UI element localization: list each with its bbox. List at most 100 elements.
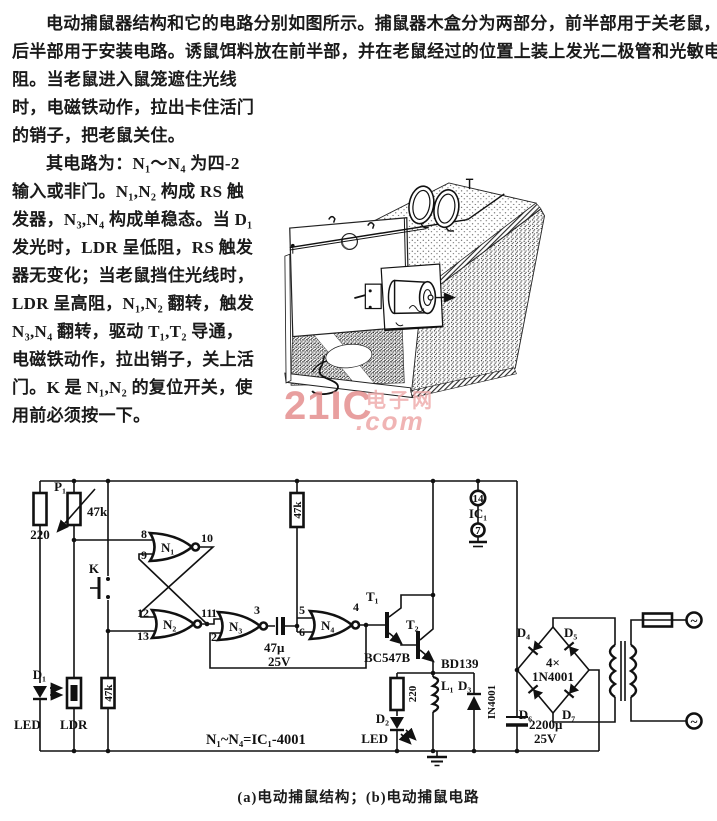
text-line: 电磁铁动作，拉出销子，关上活 — [12, 350, 255, 369]
svg-text:10: 10 — [201, 531, 213, 545]
junction-dots — [71, 478, 520, 754]
rod-right-arm — [467, 193, 505, 221]
fuse — [630, 612, 686, 645]
text-line: 器无变化；当老鼠挡住光线时， — [12, 266, 255, 285]
svg-text:12: 12 — [137, 606, 149, 620]
svg-text:BD139: BD139 — [441, 656, 479, 671]
ground-symbol — [427, 751, 447, 767]
svg-text:25V: 25V — [268, 654, 291, 669]
svg-text:8: 8 — [141, 527, 147, 541]
switch-k: K — [89, 481, 110, 678]
svg-text:11: 11 — [201, 606, 212, 620]
svg-text:IN4001: IN4001 — [486, 685, 498, 719]
text-line: 的销子，把老鼠关住。 — [12, 126, 185, 145]
svg-text:N₁: N₁ — [161, 540, 174, 555]
svg-text:4: 4 — [353, 600, 359, 614]
text-line: 电动捕鼠器结构和它的电路分别如图所示。捕鼠器木盒分为两部分，前半部用于关老鼠， — [46, 14, 717, 33]
left-text-column: 阻。当老鼠进入鼠笼遮住光线 时，电磁铁动作，拉出卡住活门 的销子，把老鼠关住。 … — [12, 66, 300, 430]
svg-text:47k: 47k — [292, 501, 304, 519]
svg-text:LDR: LDR — [60, 717, 88, 732]
circuit-schematic: 220 D₁ LED P₁ 47k LDR — [14, 478, 703, 767]
svg-text:13: 13 — [137, 629, 149, 643]
nor-gate-n3: 1 2 3 N₃ — [211, 603, 269, 644]
mousetrap-illustration — [284, 178, 545, 399]
svg-text:T₂: T₂ — [406, 617, 419, 632]
svg-text:D₇: D₇ — [562, 707, 575, 722]
svg-text:D₃: D₃ — [458, 678, 471, 693]
svg-text:LED: LED — [14, 717, 41, 732]
electromagnet-assembly — [354, 263, 456, 332]
nor-gate-n1: 8 9 10 N₁ — [141, 527, 213, 563]
svg-text:14: 14 — [473, 493, 485, 505]
svg-text:2: 2 — [211, 630, 217, 644]
svg-text:N₄: N₄ — [321, 618, 334, 633]
svg-text:3: 3 — [254, 603, 260, 617]
corner-pin — [465, 178, 474, 190]
paragraph-1-full-width: 电动捕鼠器结构和它的电路分别如图所示。捕鼠器木盒分为两部分，前半部用于关老鼠， … — [12, 10, 717, 66]
spring-coil-1 — [408, 185, 435, 229]
rod-hook-2 — [367, 222, 375, 229]
led-d2-symbol: D₂ LED — [361, 711, 417, 751]
svg-text:47k: 47k — [103, 684, 115, 702]
svg-text:D₁: D₁ — [33, 667, 46, 682]
text-line: LDR 呈高阻，N₁,N₂ 翻转，触发 — [12, 294, 255, 313]
svg-text:5: 5 — [299, 603, 305, 617]
interior-squiggle-2 — [395, 322, 404, 327]
svg-text:T₁: T₁ — [366, 589, 379, 604]
svg-text:D₆: D₆ — [519, 707, 532, 722]
resistor-220-out: 220 — [389, 676, 419, 716]
rod-pivot — [290, 243, 295, 248]
svg-text:220: 220 — [407, 685, 419, 702]
box-side-face — [411, 208, 545, 392]
text-line: 输入或非门。N₁,N₂ 构成 RS 触 — [12, 182, 245, 201]
resistor-47k-mid: 47k — [289, 481, 305, 618]
spring-coil-2 — [433, 189, 460, 232]
nor-gate-n4: 5 6 4 N₄ — [299, 600, 361, 641]
svg-text:N₃: N₃ — [229, 619, 242, 634]
left-post — [284, 253, 292, 384]
text-line: 后半部用于安装电路。诱鼠饵料放在前半部，并在老鼠经过的位置上装上发光二极管和光敏… — [12, 42, 717, 61]
emitter-node-wire — [396, 672, 475, 694]
svg-text:IC₁: IC₁ — [469, 506, 487, 521]
ac-terminal-top: ~ — [685, 611, 703, 629]
svg-text:6: 6 — [299, 625, 305, 639]
transformer — [608, 641, 638, 701]
svg-text:BC547B: BC547B — [364, 650, 411, 665]
text-line: 发光时，LDR 呈低阻，RS 触发 — [12, 238, 254, 257]
transistor-t2: T₂ BD139 — [406, 481, 479, 673]
mouse-tail — [311, 360, 328, 373]
text-line: 发器，N₃,N₄ 构成单稳态。当 D₁ — [12, 210, 253, 229]
svg-text:~: ~ — [691, 613, 698, 628]
ac-terminal-bottom: ~ — [630, 697, 703, 730]
svg-text:L₁: L₁ — [441, 678, 454, 693]
ldr-symbol: LDR — [60, 676, 88, 751]
diode-d3: IN4001 — [467, 685, 498, 751]
base-edge-hatch — [410, 367, 517, 398]
cross-couple-wire-2 — [138, 553, 208, 625]
svg-text:N₂: N₂ — [163, 617, 176, 632]
svg-text:~: ~ — [691, 714, 698, 729]
svg-text:7: 7 — [475, 525, 481, 537]
bridge-rectifier: D₄ D₅ D₆ D₇ 4× 1N4001 — [515, 617, 616, 751]
svg-text:47k: 47k — [87, 504, 108, 519]
ic1-power-pins: 14 IC₁ 7 — [469, 481, 487, 548]
svg-text:2200μ: 2200μ — [529, 717, 563, 732]
power-cord-top — [321, 355, 326, 366]
text-line: 其电路为：N₁～N₄ 为四-2 — [46, 154, 240, 173]
text-line: N₃,N₄ 翻转，驱动 T₁,T₂ 导通， — [12, 322, 244, 341]
text-line: 阻。当老鼠进入鼠笼遮住光线 — [12, 70, 237, 89]
mouse-silhouette — [325, 343, 373, 369]
svg-text:D₅: D₅ — [564, 625, 577, 640]
figure-caption: (a)电动捕鼠结构；(b)电动捕鼠电路 — [237, 790, 480, 806]
svg-text:25V: 25V — [534, 731, 557, 746]
plunger-hub — [427, 294, 434, 301]
text-line: 时，电磁铁动作，拉出卡住活门 — [12, 98, 255, 117]
svg-text:K: K — [89, 561, 100, 576]
svg-text:4×: 4× — [546, 655, 560, 670]
transistor-t1: T₁ BC547B — [364, 589, 433, 665]
resistor-47k-ldr: 47k — [100, 676, 116, 751]
resistor-220-left: 220 — [30, 481, 50, 683]
lever-rod-inner — [289, 228, 427, 251]
text-line: 用前必须按一下。 — [12, 406, 151, 425]
